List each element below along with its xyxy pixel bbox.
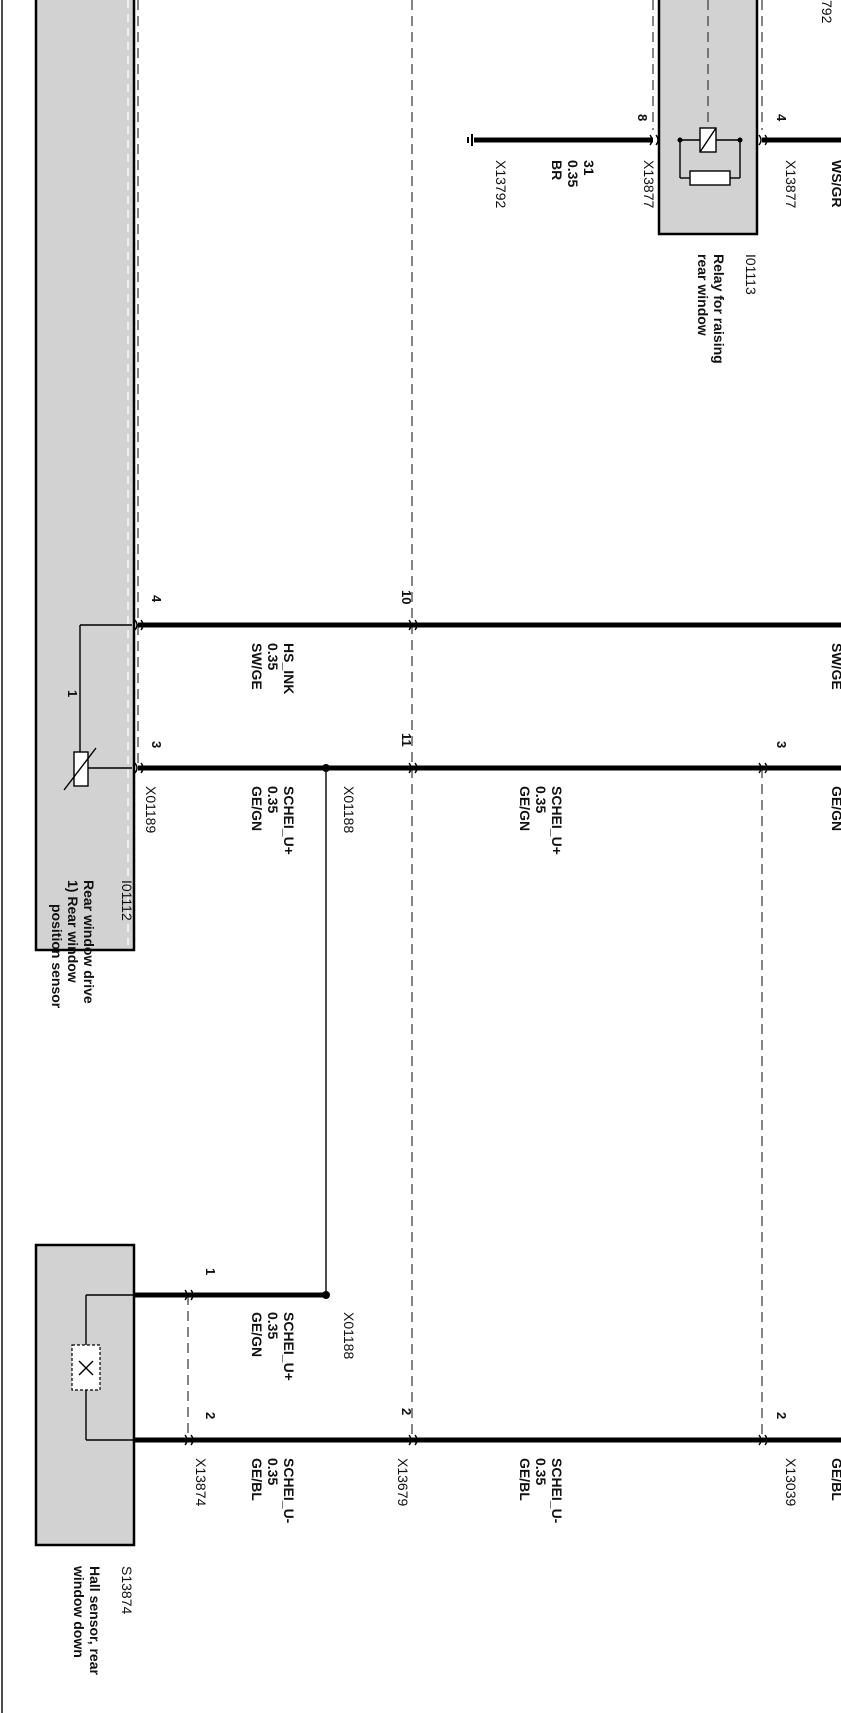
rear-window-drive-label: I01112 Rear window drive 1) Rear window … <box>49 880 135 1009</box>
splice-dot-lower <box>322 1291 330 1299</box>
schei-up-middle-name: SCHEI_U+ <box>549 786 565 855</box>
ground-wire-label: 31 0.35 BR <box>549 160 597 187</box>
middle-pin-2: 2 <box>399 1408 414 1415</box>
hall-sensor-box <box>34 1243 136 1547</box>
middle-connector-x13679: X13679 <box>395 1458 411 1506</box>
relay-pin-8: 8 <box>635 114 650 121</box>
drive-pin-3: 3 <box>149 741 164 748</box>
schei-up-wire-label-middle: SCHEI_U+ 0.35 GE/GN <box>517 786 565 855</box>
schei-down-middle-size: 0.35 <box>533 1458 549 1485</box>
middle-pin-10: 10 <box>399 590 414 604</box>
schei-up-inner-name: SCHEI_U+ <box>281 786 297 855</box>
hall-connector-x13874: X13874 <box>193 1458 209 1506</box>
splice-label-x01188-lower: X01188 <box>341 1312 357 1359</box>
schei-up-right-color: GE/GN <box>829 786 841 831</box>
position-sensor-marker: 1 <box>65 690 80 697</box>
schei-down-inner-size: 0.35 <box>265 1458 281 1485</box>
relay-resistor <box>689 170 731 186</box>
relay-id: I01113 <box>743 254 759 295</box>
clipped-connector-label: 792 <box>819 0 835 24</box>
rear-window-drive-id: I01112 <box>119 880 135 921</box>
position-sensor-resistor <box>73 751 89 787</box>
relay-desc-line2: rear window <box>695 254 711 336</box>
schei-down-wire-label-inner: SCHEI_U- 0.35 GE/BL <box>249 1458 297 1524</box>
schei-up-inner-color: GE/GN <box>249 786 265 831</box>
schei-down-wire-label-middle: SCHEI_U- 0.35 GE/BL <box>517 1458 565 1524</box>
rear-window-drive-desc-line2: 1) Rear window <box>65 880 81 983</box>
schei-up-middle-color: GE/GN <box>517 786 533 831</box>
connector-break-marks <box>134 134 768 1446</box>
position-sensor-symbol <box>63 624 132 791</box>
rear-window-drive-box <box>34 0 136 952</box>
drive-pin-4: 4 <box>149 595 164 603</box>
rear-window-drive-desc-line3: position sensor <box>49 904 65 1009</box>
hall-element-symbol <box>71 1294 134 1441</box>
schei-up-middle-size: 0.35 <box>533 786 549 813</box>
schei-up-inner-size: 0.35 <box>265 786 281 813</box>
right-pin-3: 3 <box>774 741 789 748</box>
schei-down-middle-name: SCHEI_U- <box>549 1458 565 1524</box>
schei-down-middle-color: GE/BL <box>517 1458 533 1501</box>
relay-coil-symbol <box>677 0 743 186</box>
ground-wire-size: 0.35 <box>565 160 581 187</box>
splice-dot-upper <box>322 764 330 772</box>
hall-sensor-id: S13874 <box>119 1566 135 1614</box>
hall-sensor-desc-line1: Hall sensor, rear <box>87 1566 103 1676</box>
hs-ink-name: HS_INK <box>281 643 297 694</box>
ground-wire-color: BR <box>549 160 565 180</box>
hall-pin-1: 1 <box>203 1268 218 1275</box>
schei-up-hall-name: SCHEI_U+ <box>281 1312 297 1381</box>
hall-pin-2: 2 <box>203 1412 218 1419</box>
relay-pin-4: 4 <box>774 114 789 122</box>
schei-up-wire-label-inner: SCHEI_U+ 0.35 GE/GN <box>249 786 297 855</box>
relay-label: I01113 Relay for raising rear window <box>695 254 759 364</box>
schei-down-right-color: GE/BL <box>829 1458 841 1501</box>
hall-sensor-label: S13874 Hall sensor, rear window down <box>71 1565 135 1676</box>
rear-window-drive-desc-line1: Rear window drive <box>81 880 97 1004</box>
relay-desc-line1: Relay for raising <box>711 254 727 364</box>
schei-up-hall-wire-label: SCHEI_U+ 0.35 GE/GN <box>249 1312 297 1381</box>
relay-wire-color: WS/GR <box>829 160 841 207</box>
relay-connector-x13877-left: X13877 <box>641 160 657 208</box>
middle-pin-11: 11 <box>399 733 414 747</box>
splice-label-x01188-upper: X01188 <box>341 786 357 833</box>
schei-down-inner-name: SCHEI_U- <box>281 1458 297 1524</box>
hs-ink-size: 0.35 <box>265 643 281 670</box>
hs-ink-wire-label: HS_INK 0.35 SW/GE <box>249 643 297 694</box>
ground-symbol <box>467 134 473 146</box>
ground-connector-id: X13792 <box>493 160 509 208</box>
schei-down-inner-color: GE/BL <box>249 1458 265 1501</box>
ground-wire-name: 31 <box>581 160 597 176</box>
right-connector-x13039: X13039 <box>783 1458 799 1506</box>
hs-ink-right-color: SW/GE <box>829 643 841 690</box>
right-pin-2: 2 <box>774 1412 789 1419</box>
hs-ink-color: SW/GE <box>249 643 265 690</box>
relay-connector-x13877-right: X13877 <box>783 160 799 208</box>
schei-up-hall-color: GE/GN <box>249 1312 265 1357</box>
drive-connector-x01189: X01189 <box>143 786 159 833</box>
hall-sensor-desc-line2: window down <box>71 1565 87 1658</box>
schei-up-hall-size: 0.35 <box>265 1312 281 1339</box>
